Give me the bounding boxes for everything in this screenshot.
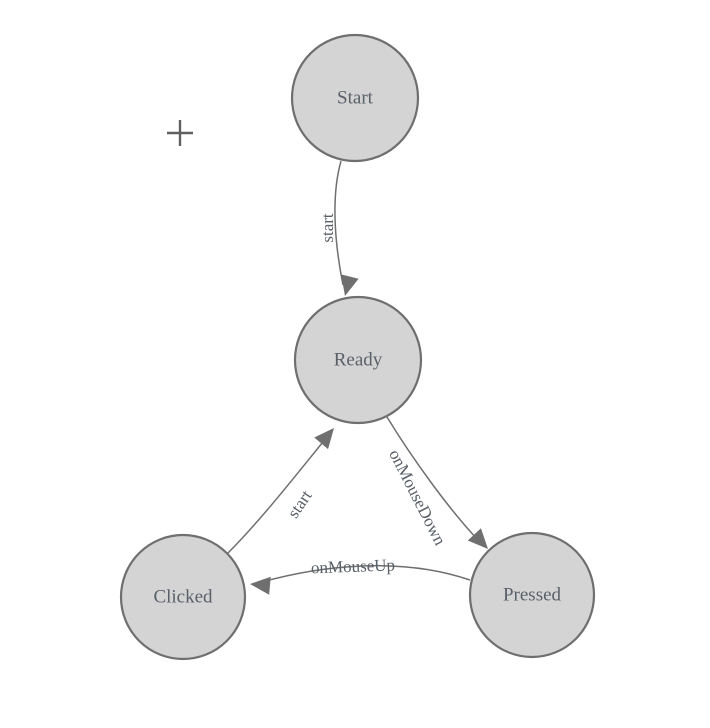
crosshair-cursor bbox=[167, 120, 193, 146]
node-circle[interactable] bbox=[290, 33, 420, 163]
edge-pressed-to-clicked: onMouseUp bbox=[250, 555, 471, 595]
edge-line bbox=[227, 436, 328, 554]
node-label: Ready bbox=[334, 349, 383, 370]
edge-line bbox=[386, 416, 479, 541]
arrow-head-icon bbox=[341, 274, 359, 296]
arrow-head-icon bbox=[314, 428, 334, 450]
edge-line bbox=[261, 564, 471, 583]
state-node-start[interactable]: Start bbox=[290, 33, 420, 163]
arrow-head-icon bbox=[467, 528, 488, 549]
node-label: Clicked bbox=[153, 586, 213, 607]
edge-label: onMouseUp bbox=[311, 555, 396, 577]
edge-clicked-to-ready: start bbox=[227, 428, 334, 554]
arrow-head-icon bbox=[250, 576, 271, 595]
node-circle[interactable] bbox=[468, 531, 596, 659]
state-node-clicked[interactable]: Clicked bbox=[119, 533, 247, 661]
edge-start-to-ready: start bbox=[318, 160, 359, 296]
edge-label: start bbox=[284, 486, 316, 521]
node-circle[interactable] bbox=[119, 533, 247, 661]
edge-ready-to-pressed: onMouseDown bbox=[385, 416, 488, 549]
node-label: Pressed bbox=[503, 584, 562, 605]
edge-label: start bbox=[318, 213, 337, 243]
node-label: Start bbox=[337, 87, 374, 108]
state-node-pressed[interactable]: Pressed bbox=[468, 531, 596, 659]
cursor-layer bbox=[167, 120, 193, 146]
edge-line bbox=[334, 160, 344, 286]
node-circle[interactable] bbox=[293, 295, 423, 425]
state-node-ready[interactable]: Ready bbox=[293, 295, 423, 425]
edge-label: onMouseDown bbox=[385, 446, 450, 548]
